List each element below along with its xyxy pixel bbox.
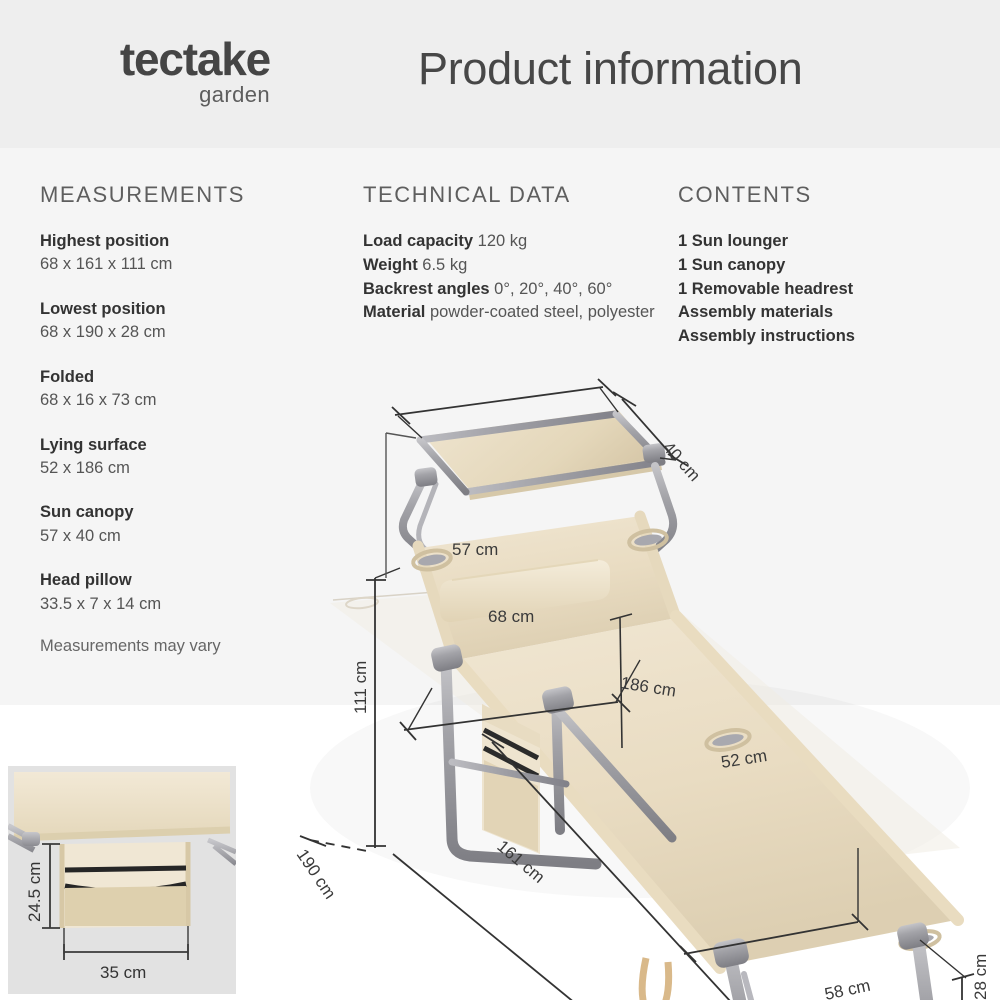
spec-label: Lowest position	[40, 299, 166, 318]
tech-value: 0°, 20°, 40°, 60°	[494, 279, 613, 298]
dim-label-57cm: 57 cm	[452, 540, 498, 559]
column-contents: CONTENTS 1 Sun lounger 1 Sun canopy 1 Re…	[678, 184, 988, 349]
tech-value: 120 kg	[477, 232, 528, 250]
dim-label-58cm: 58 cm	[823, 976, 872, 1000]
spec-item: Lying surface 52 x 186 cm	[40, 434, 340, 481]
content-item: Assembly materials	[678, 303, 834, 322]
contents-heading: CONTENTS	[678, 182, 812, 207]
content-item: 1 Sun canopy	[678, 255, 786, 274]
spec-item: Highest position 68 x 161 x 111 cm	[40, 230, 340, 277]
content-item: 1 Sun lounger	[678, 232, 789, 250]
tech-label: Weight	[363, 255, 418, 274]
spec-label: Folded	[40, 367, 95, 386]
header-band: tectake garden Product information	[0, 0, 1000, 148]
spec-value: 68 x 161 x 111 cm	[40, 255, 173, 274]
inset-pocket-mesh	[65, 886, 186, 926]
carry-strap	[638, 957, 673, 1000]
spec-value: 33.5 x 7 x 14 cm	[40, 594, 162, 613]
tech-item: Backrest angles 0°, 20°, 40°, 60°	[363, 278, 663, 302]
side-pocket	[482, 704, 540, 854]
canopy-joint-left	[414, 467, 438, 487]
hinge-mid	[542, 686, 574, 714]
pocket-mesh	[484, 760, 538, 852]
canopy-arm-left	[398, 474, 436, 564]
tech-label: Material	[363, 303, 426, 322]
inset-hinge	[22, 832, 40, 846]
hinge-rear	[713, 938, 749, 968]
hinge-foot	[897, 922, 929, 950]
column-technical-data: TECHNICAL DATA Load capacity 120 kg Weig…	[363, 184, 663, 325]
handle-cutout-mid	[704, 728, 752, 752]
spec-value: 52 x 186 cm	[40, 458, 130, 477]
mid-strut	[551, 703, 677, 843]
technical-heading: TECHNICAL DATA	[363, 182, 571, 207]
spec-value: 57 x 40 cm	[40, 526, 121, 545]
spec-label: Head pillow	[40, 571, 132, 590]
inset-dimension-lines	[42, 843, 189, 960]
front-crossbar	[448, 758, 570, 788]
dim-label-28cm: 28 cm	[971, 954, 990, 1000]
inset-front-rail	[13, 826, 231, 842]
handle-cutout-right	[627, 528, 669, 552]
lounger-frame	[431, 644, 934, 1000]
product-diagram: 57 cm 40 cm 111 cm 68 cm 186 cm 52 cm 19…	[0, 148, 1000, 1000]
inset-lounger-fabric	[14, 772, 230, 840]
spec-label: Sun canopy	[40, 503, 134, 522]
tech-label: Load capacity	[363, 232, 474, 250]
side-pocket-inset: 24.5 cm 35 cm	[8, 766, 236, 994]
ghost-handle	[345, 596, 379, 610]
brand-subline: garden	[199, 82, 270, 107]
spec-label: Lying surface	[40, 435, 147, 454]
brand-name: tectake	[119, 33, 271, 85]
inset-pocket	[59, 842, 191, 928]
front-leg-frame	[440, 656, 602, 870]
inset-height-label: 24.5 cm	[25, 862, 44, 922]
spec-item: Sun canopy 57 x 40 cm	[40, 501, 340, 548]
measurements-heading: MEASUREMENTS	[40, 182, 245, 207]
measurements-note: Measurements may vary	[40, 637, 221, 656]
spec-label: Highest position	[40, 232, 170, 250]
content-item: Assembly instructions	[678, 327, 855, 345]
tech-value: 6.5 kg	[422, 255, 468, 274]
inset-frame-right	[207, 837, 236, 866]
page-title: Product information	[418, 43, 803, 94]
tech-item: Weight 6.5 kg	[363, 254, 663, 278]
dimension-lines	[299, 378, 975, 1000]
hinge-front	[431, 644, 463, 672]
spec-value: 68 x 16 x 73 cm	[40, 391, 157, 410]
spec-item: Folded 68 x 16 x 73 cm	[40, 366, 340, 413]
tech-item: Load capacity 120 kg	[363, 230, 663, 254]
dim-label-68cm: 68 cm	[488, 607, 534, 626]
dim-label-111cm: 111 cm	[351, 661, 370, 714]
brand-logo: tectake garden	[60, 33, 271, 107]
column-measurements: MEASUREMENTS Highest position 68 x 161 x…	[40, 184, 340, 656]
dim-label-40cm: 40 cm	[659, 438, 704, 485]
inset-width-label: 35 cm	[100, 963, 146, 982]
inset-pocket-trim-top	[64, 865, 187, 873]
dimension-line-186	[481, 733, 731, 1000]
lounger-seat	[449, 610, 964, 974]
tech-value: powder-coated steel, polyester	[429, 303, 655, 322]
spec-item: Lowest position 68 x 190 x 28 cm	[40, 298, 340, 345]
spec-value: 68 x 190 x 28 cm	[40, 323, 166, 342]
dim-label-190cm: 190 cm	[293, 846, 340, 903]
pocket-trim-upper	[482, 727, 540, 761]
canopy-joint-right	[642, 443, 666, 463]
spec-item: Head pillow 33.5 x 7 x 14 cm	[40, 569, 340, 616]
tech-item: Material powder-coated steel, polyester	[363, 301, 663, 325]
front-leg-right	[551, 691, 565, 835]
handle-cutout-left	[411, 548, 453, 572]
content-item: 1 Removable headrest	[678, 279, 854, 298]
head-pillow	[440, 559, 610, 623]
tech-label: Backrest angles	[363, 279, 490, 298]
